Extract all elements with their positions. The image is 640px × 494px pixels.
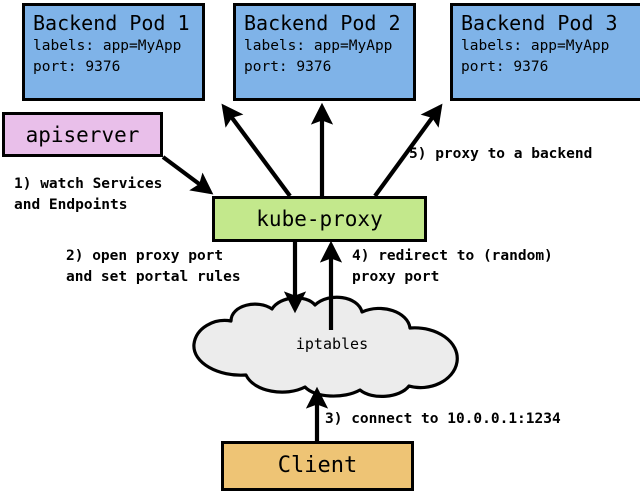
backend-pod-1-box: Backend Pod 1 labels: app=MyApp port: 93… <box>22 3 205 101</box>
step-4-line-2: proxy port <box>352 269 440 285</box>
backend-pod-2-port: port: 9376 <box>244 59 332 75</box>
apiserver-label: apiserver <box>25 122 140 147</box>
step-2-annotation: 2) open proxy port and set portal rules <box>66 246 241 288</box>
step-3-line-1: 3) connect to 10.0.0.1:1234 <box>325 411 561 427</box>
backend-pod-1-labels: labels: app=MyApp <box>33 38 182 54</box>
step-3-annotation: 3) connect to 10.0.0.1:1234 <box>325 409 561 430</box>
backend-pod-2-labels: labels: app=MyApp <box>244 38 393 54</box>
kube-proxy-box: kube-proxy <box>212 196 427 242</box>
iptables-label: iptables <box>295 335 369 353</box>
apiserver-box: apiserver <box>2 112 163 157</box>
arrow-apiserver-to-kubeproxy <box>161 155 214 195</box>
backend-pod-2-title: Backend Pod 2 <box>244 11 401 35</box>
step-2-line-2: and set portal rules <box>66 269 241 285</box>
step-1-line-2: and Endpoints <box>14 197 128 213</box>
arrow-kubeproxy-to-pod1 <box>221 103 292 198</box>
backend-pod-1-port: port: 9376 <box>33 59 121 75</box>
backend-pod-3-labels: labels: app=MyApp <box>461 38 610 54</box>
backend-pod-3-title: Backend Pod 3 <box>461 11 618 35</box>
step-5-line-1: 5) proxy to a backend <box>409 146 593 162</box>
client-box: Client <box>221 441 414 491</box>
kube-proxy-label: kube-proxy <box>256 207 383 231</box>
backend-pod-1-title: Backend Pod 1 <box>33 11 190 35</box>
step-4-line-1: 4) redirect to (random) <box>352 248 553 264</box>
backend-pod-3-box: Backend Pod 3 labels: app=MyApp port: 93… <box>450 3 640 101</box>
backend-pod-2-box: Backend Pod 2 labels: app=MyApp port: 93… <box>233 3 416 101</box>
step-1-annotation: 1) watch Services and Endpoints <box>14 174 162 216</box>
client-label: Client <box>277 453 358 478</box>
step-4-annotation: 4) redirect to (random) proxy port <box>352 246 553 288</box>
step-1-line-1: 1) watch Services <box>14 176 163 192</box>
backend-pod-3-port: port: 9376 <box>461 59 549 75</box>
step-2-line-1: 2) open proxy port <box>66 248 224 264</box>
step-5-annotation: 5) proxy to a backend <box>409 144 592 165</box>
